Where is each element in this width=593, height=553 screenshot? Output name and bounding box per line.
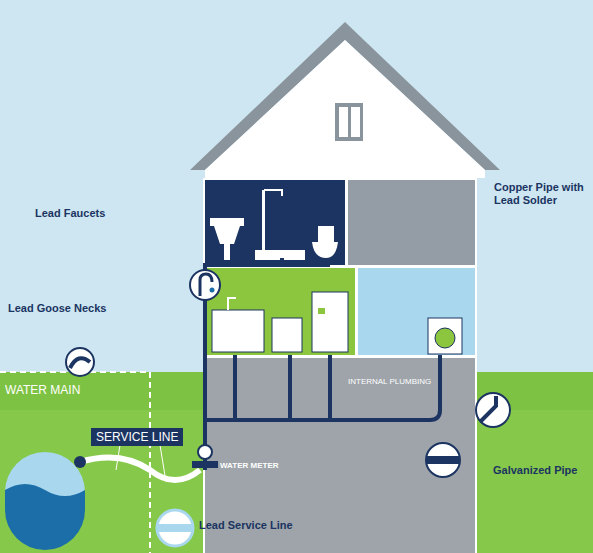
service-pipe — [80, 458, 200, 481]
shower-pipe — [262, 190, 265, 250]
toilet-bowl — [312, 242, 338, 258]
window-pane — [339, 107, 348, 137]
node-text: SERVICE LINE — [96, 430, 178, 444]
dishwasher — [272, 318, 302, 352]
kitchen-faucet — [228, 298, 236, 310]
service-line-tag: SERVICE LINE — [91, 428, 183, 446]
main-tap — [74, 456, 86, 468]
washing-machine — [428, 318, 462, 354]
attic — [205, 40, 485, 178]
goose-neck-icon — [66, 348, 94, 376]
sink-basin — [214, 226, 240, 244]
house-wall — [203, 178, 477, 553]
internal-pipes — [205, 258, 440, 470]
window-pane — [351, 107, 360, 137]
water — [5, 484, 85, 550]
callout-label: Copper Pipe with Lead Solder — [494, 181, 589, 207]
sink-stand — [224, 244, 230, 260]
callout-label: Lead Service Line — [199, 519, 293, 532]
faucet-icon — [190, 270, 220, 300]
area-label: WATER MAIN — [5, 383, 80, 397]
kitchen — [205, 268, 355, 355]
water-meter — [198, 445, 212, 459]
galvanized-elbow-icon — [476, 393, 510, 427]
meter-valve — [192, 461, 218, 468]
fridge — [312, 292, 348, 352]
callout-label: Galvanized Pipe — [493, 464, 577, 477]
part-label: WATER METER — [220, 461, 279, 471]
washer-door — [435, 328, 455, 348]
lead-pipe-icon — [157, 510, 193, 546]
room — [348, 180, 475, 265]
toilet-tank — [318, 226, 334, 242]
callout-label: Lead Goose Necks — [8, 302, 106, 315]
window — [335, 103, 363, 141]
sink — [210, 218, 244, 226]
area-label: INTERNAL PLUMBING — [348, 377, 431, 387]
laundry — [358, 268, 475, 355]
shower-head — [264, 190, 282, 196]
pipe-section-icon — [426, 443, 460, 477]
bathroom — [205, 180, 345, 265]
callout-label: Lead Faucets — [35, 207, 105, 220]
fridge-panel — [318, 308, 325, 314]
leader-line — [116, 445, 166, 482]
cabinet — [212, 310, 264, 352]
